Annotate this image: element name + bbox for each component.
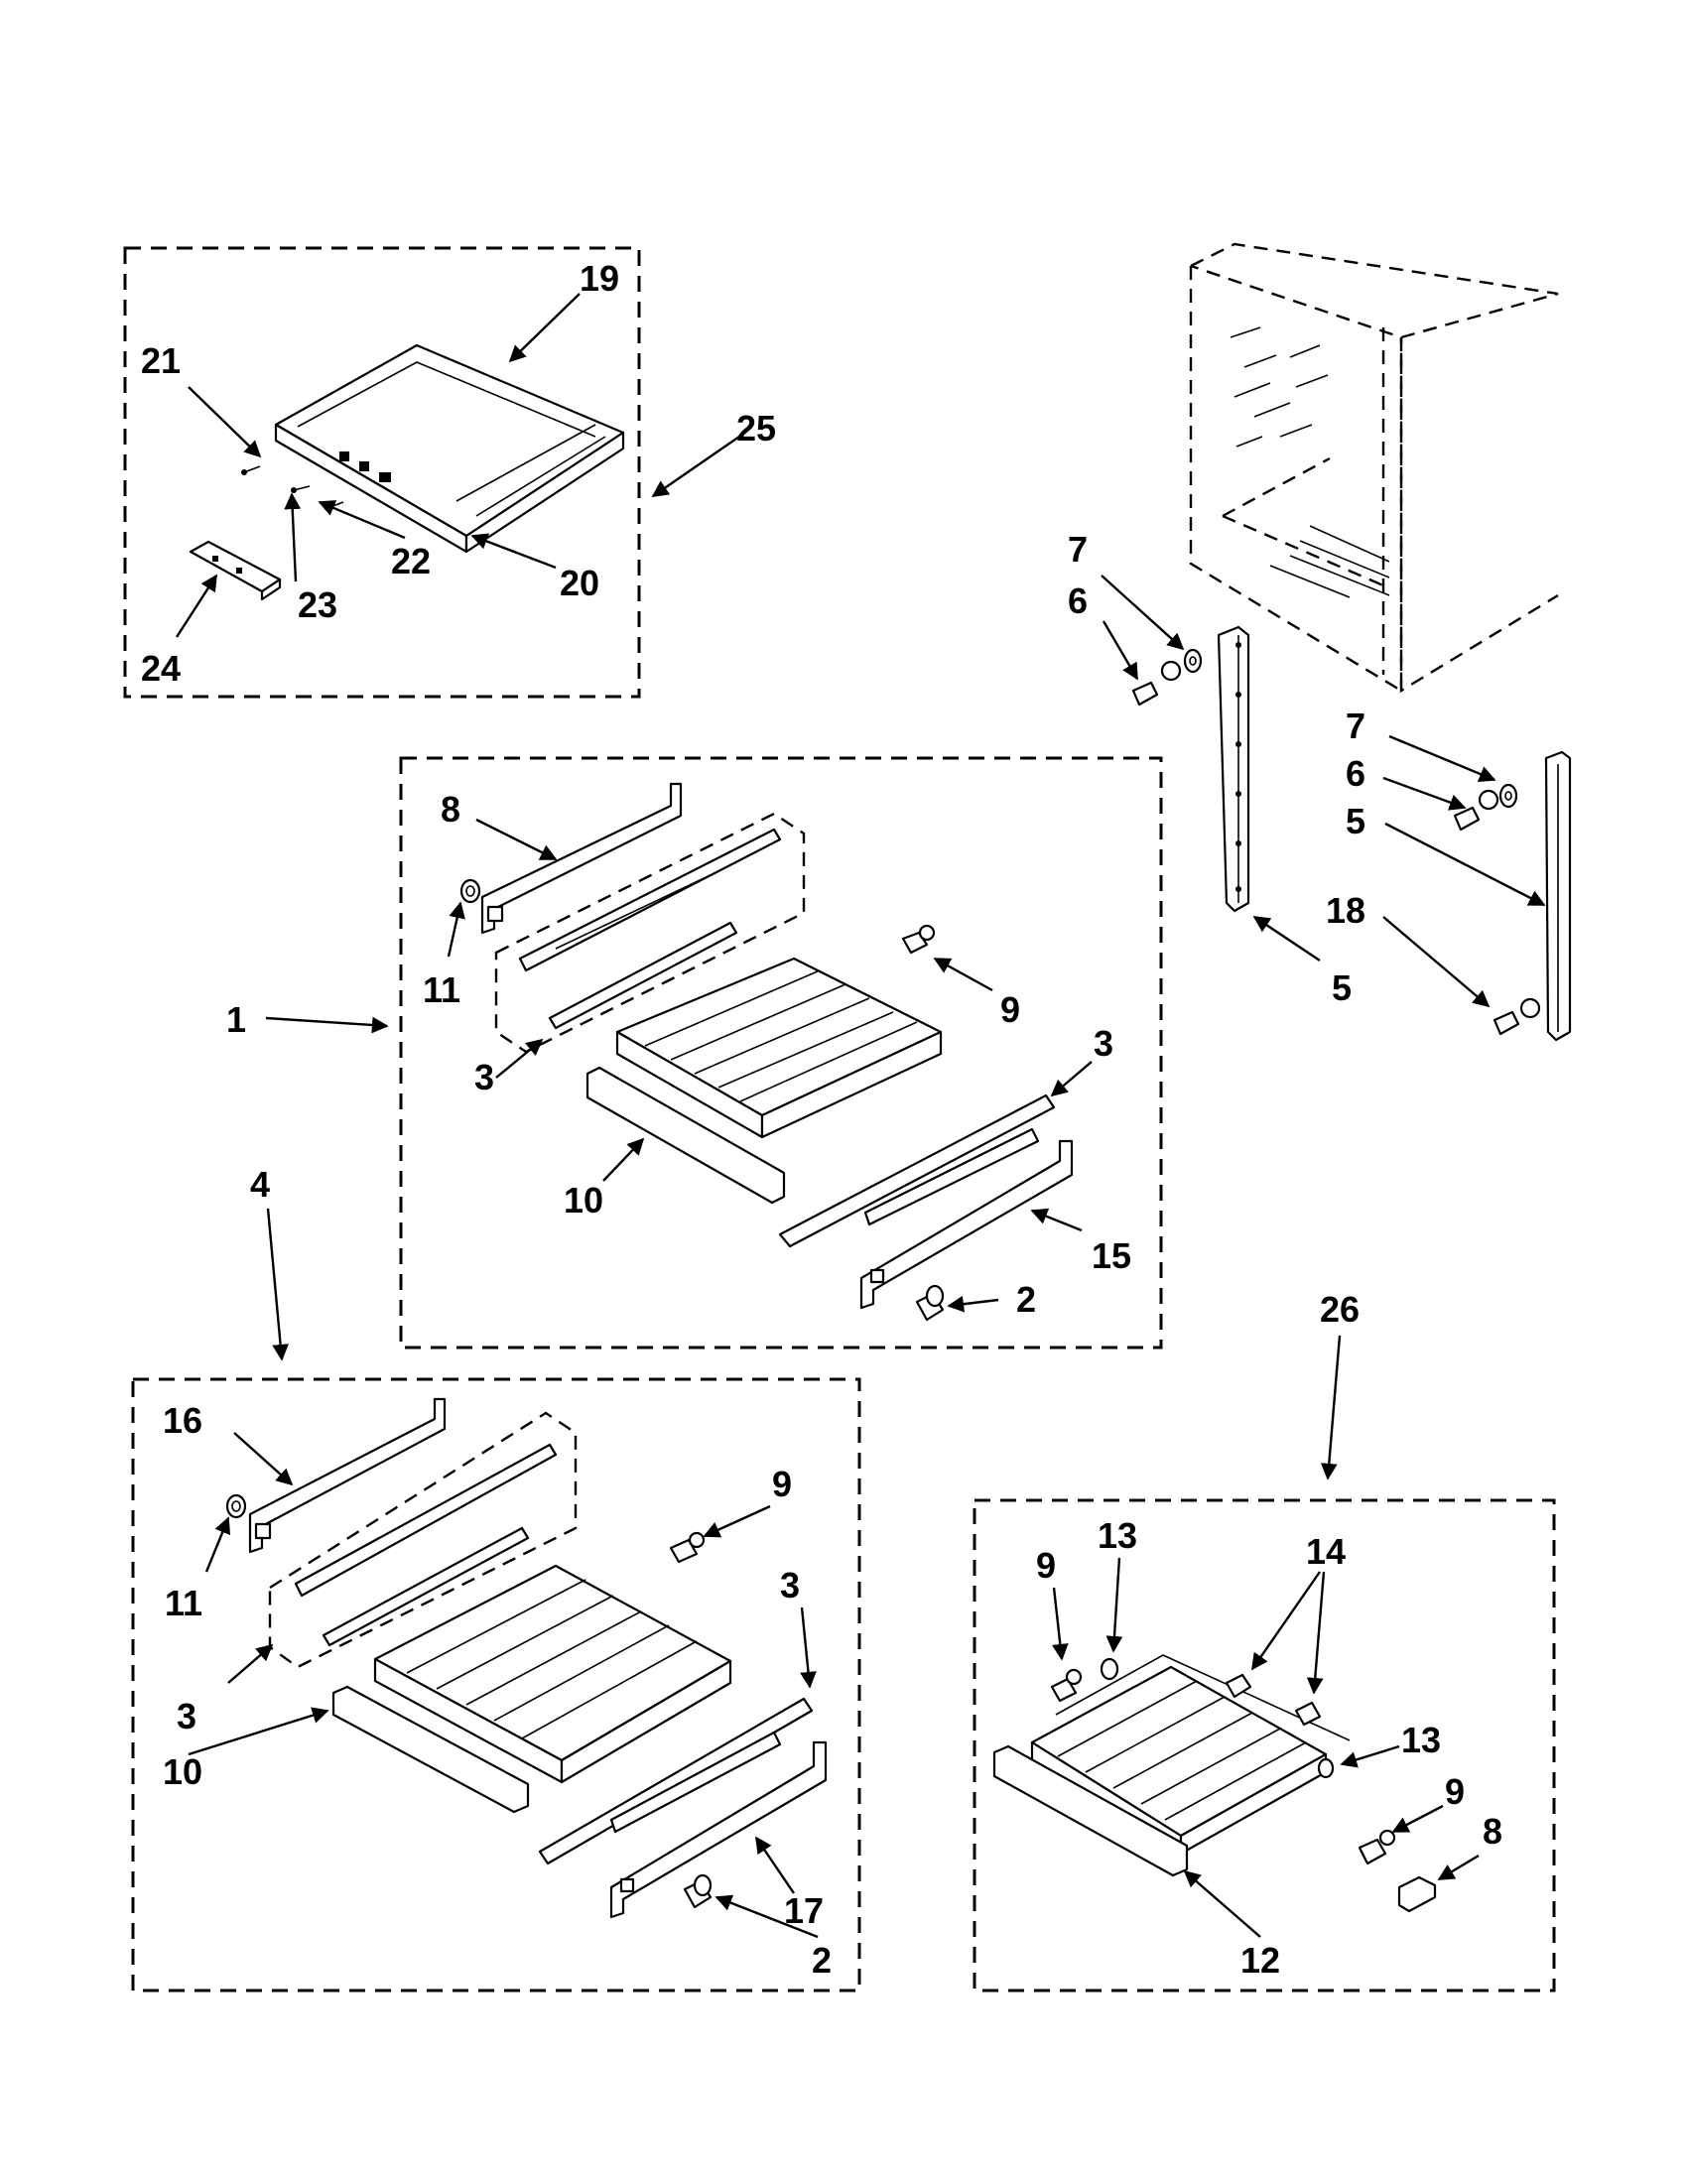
callout-2-group4: 2 — [812, 1940, 832, 1981]
callout-7-upper: 7 — [1068, 529, 1088, 570]
rail-5-right — [1544, 750, 1572, 1042]
washer-7-lower — [1498, 783, 1518, 809]
callout-24: 24 — [141, 648, 181, 689]
callout-20: 20 — [560, 563, 599, 603]
callout-10-group1: 10 — [564, 1180, 603, 1220]
callout-13-upper: 13 — [1098, 1515, 1137, 1556]
bumper-2-group4 — [683, 1873, 713, 1909]
basket-frame — [615, 957, 943, 1139]
callout-12: 12 — [1240, 1940, 1280, 1981]
rail-15 — [859, 1139, 1074, 1310]
screw-22-23 — [291, 485, 344, 511]
washer-7-upper — [1183, 648, 1203, 674]
screw-9-group4 — [669, 1531, 706, 1564]
callout-6-lower: 6 — [1346, 753, 1365, 794]
rail-17 — [609, 1740, 828, 1919]
callout-13-lower: 13 — [1401, 1720, 1441, 1760]
callout-9-group1: 9 — [1000, 989, 1020, 1030]
rail-8-left — [480, 782, 683, 935]
screw-21 — [241, 465, 261, 475]
callout-6-upper: 6 — [1068, 580, 1088, 621]
callout-16: 16 — [163, 1400, 202, 1441]
callout-3-group4-left: 3 — [177, 1696, 196, 1736]
callout-19: 19 — [580, 258, 619, 299]
callout-11-group1: 11 — [423, 969, 460, 1010]
switch-bracket-24 — [189, 540, 282, 601]
screw-6-upper — [1131, 660, 1182, 707]
slide-3-left-bottom — [294, 1443, 558, 1647]
callout-8-group26: 8 — [1483, 1811, 1502, 1852]
callout-5-right: 5 — [1346, 801, 1365, 841]
group-1-box — [399, 756, 1163, 1349]
knob-11-bottom — [225, 1493, 247, 1519]
rail-5-left — [1217, 625, 1250, 913]
callout-9-group26-left: 9 — [1036, 1545, 1056, 1586]
callout-2-group1: 2 — [1016, 1279, 1036, 1320]
bushing-13-upper — [1100, 1657, 1119, 1681]
screw-9-group26-right — [1358, 1829, 1396, 1865]
cabinet-outline — [1189, 242, 1559, 694]
callout-3-group1-right: 3 — [1094, 1023, 1113, 1064]
screw-14-upper — [1225, 1673, 1252, 1699]
callout-7-lower: 7 — [1346, 706, 1365, 746]
knob-11-left — [459, 878, 481, 904]
callout-10-group4: 10 — [163, 1751, 202, 1792]
group-26-box — [973, 1498, 1556, 1992]
slide-3-right — [778, 1093, 1056, 1248]
callout-8-group1: 8 — [441, 789, 460, 830]
callout-23: 23 — [298, 584, 337, 625]
callout-9-group4: 9 — [772, 1464, 792, 1504]
front-panel-12 — [992, 1744, 1189, 1877]
callout-3-group1-left: 3 — [474, 1057, 494, 1097]
callout-14: 14 — [1306, 1531, 1346, 1572]
callout-25: 25 — [736, 408, 776, 449]
bushing-13-lower — [1317, 1757, 1335, 1779]
callout-15: 15 — [1092, 1235, 1131, 1276]
screw-9-group1 — [901, 924, 936, 955]
cover-panel-19 — [274, 343, 625, 554]
callout-9-group26-right: 9 — [1445, 1771, 1465, 1812]
front-panel-10 — [585, 1066, 786, 1205]
cabinet-vents — [1230, 326, 1390, 598]
callout-3-group4-right: 3 — [780, 1565, 800, 1606]
callout-22: 22 — [391, 541, 431, 581]
callout-1: 1 — [226, 999, 246, 1040]
callout-21: 21 — [141, 340, 181, 381]
screw-18 — [1493, 997, 1541, 1036]
callout-26: 26 — [1320, 1289, 1360, 1330]
clip-8-group26 — [1397, 1875, 1437, 1913]
basket-frame-bottom — [373, 1564, 732, 1784]
group-25-box — [123, 246, 641, 699]
slide-3-right-bottom — [538, 1697, 814, 1865]
callout-4: 4 — [250, 1164, 270, 1205]
rail-16-left — [248, 1397, 447, 1554]
screw-9-group26-left — [1050, 1668, 1083, 1703]
front-panel-10-bottom — [331, 1685, 530, 1814]
callout-11-group4: 11 — [165, 1583, 202, 1623]
screw-14-lower — [1294, 1701, 1322, 1727]
screw-6-lower — [1453, 789, 1499, 832]
callout-17: 17 — [784, 1890, 824, 1931]
bumper-2-group1 — [915, 1284, 945, 1322]
group-4-box — [131, 1377, 861, 1992]
callout-5-left: 5 — [1332, 967, 1352, 1008]
slide-3-left — [518, 828, 782, 1030]
callout-18: 18 — [1326, 890, 1365, 931]
control-board-20 — [339, 451, 391, 482]
